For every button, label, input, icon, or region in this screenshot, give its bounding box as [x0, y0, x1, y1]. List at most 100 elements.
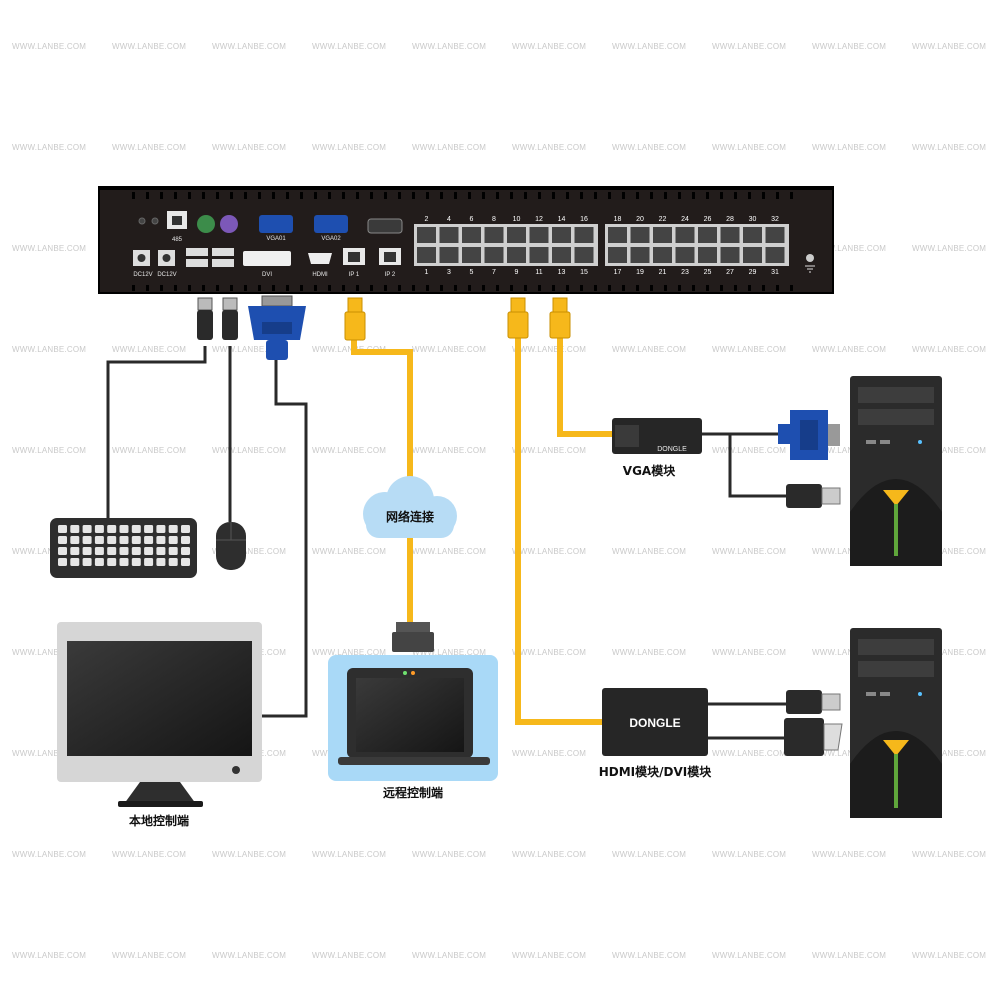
rj45-port: [507, 247, 526, 263]
rj45-port: [462, 247, 481, 263]
ip2-label: IP 2: [385, 272, 396, 278]
watermark-text: WWW.LANBE.COM: [912, 648, 987, 657]
port-number: 21: [659, 269, 667, 276]
watermark-text: WWW.LANBE.COM: [12, 446, 87, 455]
rj45-port: [574, 227, 594, 243]
port-number: 13: [558, 269, 566, 276]
port-number: 23: [681, 269, 689, 276]
watermark-text: WWW.LANBE.COM: [612, 143, 687, 152]
watermark-text: WWW.LANBE.COM: [512, 951, 587, 960]
watermark-text: WWW.LANBE.COM: [512, 850, 587, 859]
watermark-text: WWW.LANBE.COM: [912, 850, 987, 859]
rj45-port: [417, 247, 436, 263]
watermark-text: WWW.LANBE.COM: [512, 42, 587, 51]
watermark-text: WWW.LANBE.COM: [312, 345, 387, 354]
reset-button: [151, 217, 159, 225]
watermark-text: WWW.LANBE.COM: [412, 951, 487, 960]
watermark-text: WWW.LANBE.COM: [712, 446, 787, 455]
port-number: 31: [771, 269, 779, 276]
watermark-text: WWW.LANBE.COM: [12, 547, 87, 556]
remote-laptop-icon: [328, 622, 498, 781]
watermark-text: WWW.LANBE.COM: [612, 850, 687, 859]
watermark-text: WWW.LANBE.COM: [712, 143, 787, 152]
vga02-port: [314, 215, 348, 233]
rs485-label: 485: [172, 237, 183, 243]
rj45-port: [529, 227, 549, 243]
port-number: 16: [580, 216, 588, 223]
rj45-connector-port17: [507, 297, 529, 339]
usb-port-4: [212, 259, 234, 267]
rj45-port: [529, 247, 549, 263]
port-numbers: 2143658710912111413161518172019222124232…: [425, 216, 779, 276]
watermark-text: WWW.LANBE.COM: [12, 42, 87, 51]
vga-monitor-cable: [262, 360, 308, 718]
computer-tower-1: [850, 376, 942, 566]
vga01-label: VGA01: [266, 236, 286, 242]
watermark-text: WWW.LANBE.COM: [912, 749, 987, 758]
port-number: 18: [614, 216, 622, 223]
port-number: 11: [535, 269, 542, 276]
watermark-text: WWW.LANBE.COM: [712, 547, 787, 556]
dvi-port: [243, 251, 291, 266]
watermark-text: WWW.LANBE.COM: [312, 446, 387, 455]
watermark-text: WWW.LANBE.COM: [812, 42, 887, 51]
watermark-text: WWW.LANBE.COM: [512, 143, 587, 152]
port-number: 28: [726, 216, 734, 223]
port-number: 7: [492, 269, 496, 276]
port-number: 30: [749, 216, 757, 223]
rj45-port: [507, 227, 526, 243]
watermark-text: WWW.LANBE.COM: [612, 345, 687, 354]
watermark-text: WWW.LANBE.COM: [112, 345, 187, 354]
rj45-port: [653, 247, 672, 263]
watermark-text: WWW.LANBE.COM: [512, 749, 587, 758]
watermark-text: WWW.LANBE.COM: [812, 547, 887, 556]
status-led: [138, 217, 146, 225]
watermark-text: WWW.LANBE.COM: [212, 143, 287, 152]
watermark-text: WWW.LANBE.COM: [12, 244, 87, 253]
watermark-text: WWW.LANBE.COM: [312, 143, 387, 152]
rj45-port: [574, 247, 594, 263]
local-monitor-icon: [57, 622, 262, 807]
dvi-label: DVI: [262, 272, 272, 278]
hdmi-module: DONGLE HDMI模块/DVI模块: [599, 688, 790, 779]
watermark-text: WWW.LANBE.COM: [12, 749, 87, 758]
vga-module-label: VGA模块: [623, 463, 676, 478]
port-number: 6: [470, 216, 474, 223]
watermark-text: WWW.LANBE.COM: [12, 951, 87, 960]
port-number: 1: [425, 269, 429, 276]
rj45-port: [743, 247, 762, 263]
watermark-text: WWW.LANBE.COM: [912, 244, 987, 253]
watermark-text: WWW.LANBE.COM: [312, 850, 387, 859]
watermark-text: WWW.LANBE.COM: [512, 547, 587, 556]
rj45-ports: [417, 227, 785, 263]
watermark-text: WWW.LANBE.COM: [112, 42, 187, 51]
watermark-text: WWW.LANBE.COM: [612, 648, 687, 657]
watermark-text: WWW.LANBE.COM: [212, 951, 287, 960]
ps2-mouse-port: [220, 215, 238, 233]
port-number: 5: [470, 269, 474, 276]
ps2-keyboard-port: [197, 215, 215, 233]
watermark-text: WWW.LANBE.COM: [212, 42, 287, 51]
ventilation-slots: [132, 192, 793, 291]
watermark-text: WWW.LANBE.COM: [712, 42, 787, 51]
watermark-text: WWW.LANBE.COM: [812, 850, 887, 859]
keyboard-icon: [50, 518, 197, 578]
hdmi-connector-pc2: [784, 718, 843, 756]
port-number: 2: [425, 216, 429, 223]
hdmi-port: [308, 253, 332, 264]
watermark-text: WWW.LANBE.COM: [812, 749, 887, 758]
rj45-port: [653, 227, 672, 243]
rj45-port: [765, 247, 785, 263]
rj45-port: [484, 227, 504, 243]
rj45-port: [462, 227, 481, 243]
watermark-text: WWW.LANBE.COM: [412, 42, 487, 51]
port-number: 14: [558, 216, 566, 223]
watermark-text: WWW.LANBE.COM: [512, 648, 587, 657]
rj45-connector-ip1: [344, 297, 366, 341]
watermark-text: WWW.LANBE.COM: [412, 446, 487, 455]
port-number: 9: [515, 269, 519, 276]
watermark-text: WWW.LANBE.COM: [712, 648, 787, 657]
watermark-text: WWW.LANBE.COM: [312, 547, 387, 556]
